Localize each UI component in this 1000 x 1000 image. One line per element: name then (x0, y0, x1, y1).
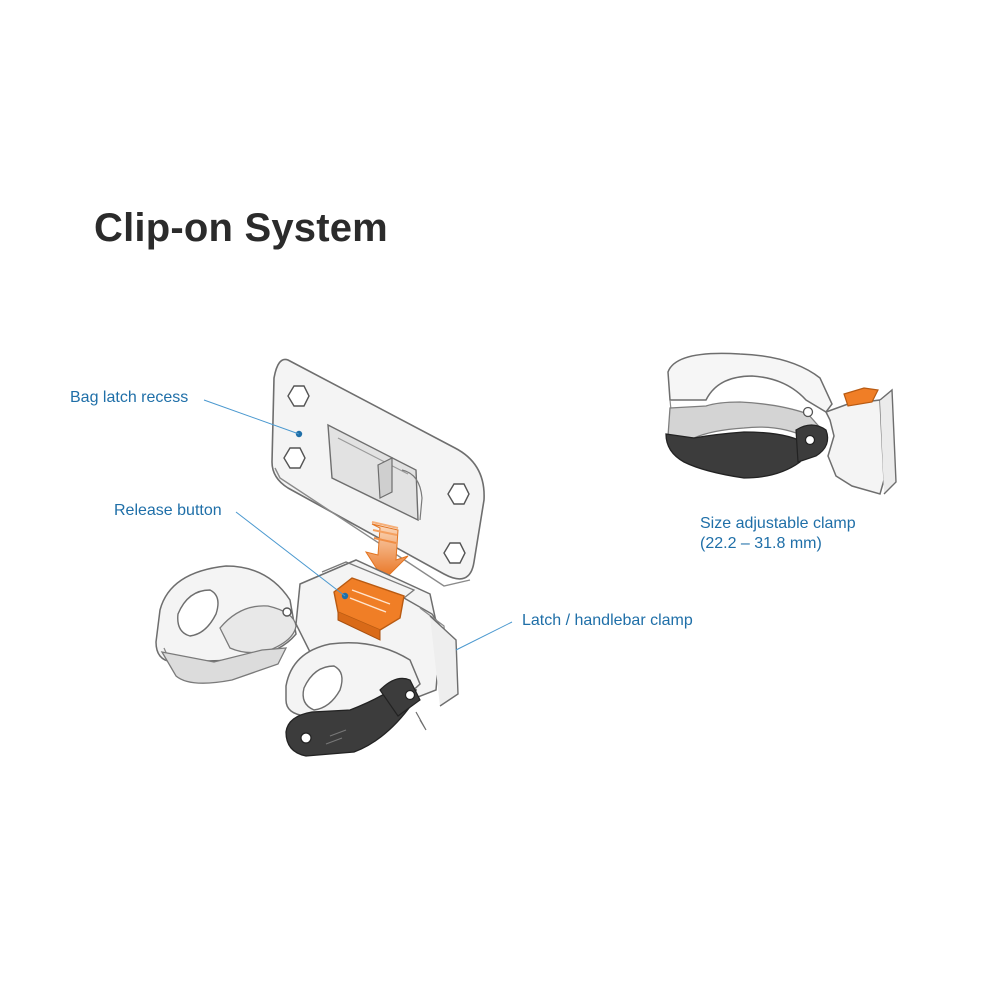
leader-bag-latch-recess (203, 399, 300, 435)
size-clamp-label: Size adjustable clamp (22.2 – 31.8 mm) (700, 514, 856, 554)
release-button-label: Release button (114, 502, 222, 519)
size-clamp-label-line2: (22.2 – 31.8 mm) (700, 535, 822, 552)
latch-clamp-assembly (155, 559, 459, 757)
bag-latch-recess-label: Bag latch recess (70, 389, 189, 406)
leader-lines (203, 399, 513, 651)
leader-release-button (235, 511, 346, 597)
size-adjustable-clamp-detail (665, 352, 897, 495)
size-clamp-label-line1: Size adjustable clamp (700, 515, 856, 532)
leader-latch-clamp (455, 621, 513, 651)
diagram-title: Clip-on System (94, 206, 388, 250)
latch-clamp-label: Latch / handlebar clamp (522, 612, 693, 629)
bag-latch-plate (271, 358, 485, 587)
